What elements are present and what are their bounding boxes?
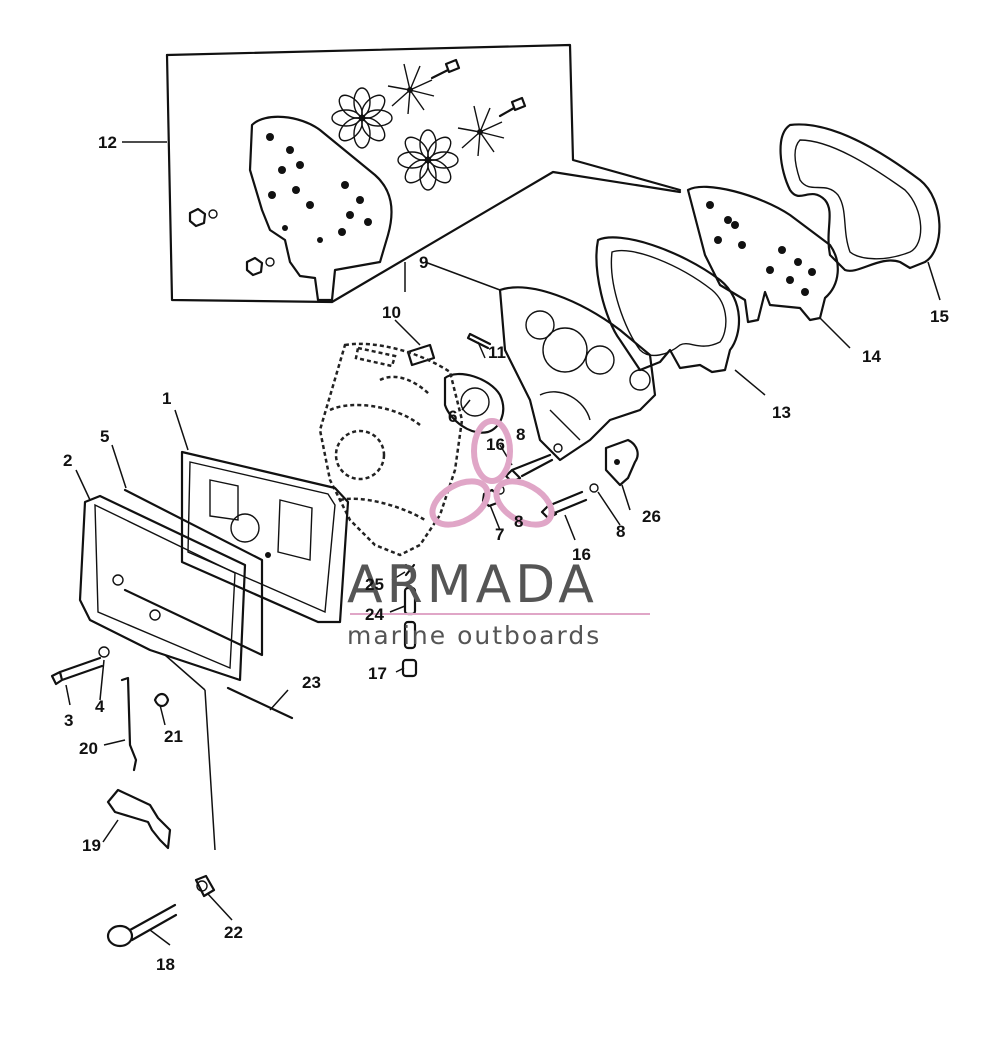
air-silencer-gasket-5 [123,488,271,657]
clip-21 [153,692,170,708]
callout-8-mid: 8 [514,512,523,531]
callout-20: 20 [79,739,98,758]
callout-22: 22 [224,923,243,942]
screw-10 [406,343,436,367]
screw-16-upper [504,453,554,484]
kit-reed-stops [387,63,505,157]
callout-1: 1 [162,389,171,408]
grommet-22 [194,874,216,898]
callout-8-top: 8 [516,425,525,444]
pin-25 [404,563,416,577]
crankcase-block-phantom [318,342,464,557]
reed-block-9 [498,286,657,462]
callout-5: 5 [100,427,109,446]
callout-16-lower: 16 [572,545,591,564]
kit-box-outline [165,43,682,304]
cap-17 [401,658,418,678]
callout-16-upper: 16 [486,435,505,454]
callout-12: 13 [772,403,791,422]
armada-logo-propeller [429,418,555,528]
callout-25: 25 [365,575,384,594]
kit-nuts [188,207,275,277]
callout-2: 2 [63,451,72,470]
callout-17: 17 [368,664,387,683]
bracket-26 [604,438,639,487]
kit-reed-petals [331,87,459,191]
kit-valve-plate [248,115,393,302]
callout-6: 6 [448,407,457,426]
dowel-24-lower [403,620,417,650]
callout-19: 19 [82,836,101,855]
air-silencer-base-1 [180,450,350,624]
armada-tagline-text: marine outboards [347,621,601,650]
callout-9: 9 [419,253,428,272]
callout-26: 26 [642,507,661,526]
callout-15: 15 [930,307,949,326]
rod-23 [226,686,294,720]
callout-23: 23 [302,673,321,692]
pin-left-10 [354,346,397,368]
air-silencer-cover-2 [78,494,247,682]
callout-18: 18 [156,955,175,974]
callout-7: 7 [495,525,504,544]
callout-10: 10 [382,303,401,322]
washer-4 [98,646,110,658]
callout-24: 24 [365,605,384,624]
gasket-12 [595,236,740,374]
choke-lever-19 [106,788,172,850]
callout-labels: 12 9 10 11 6 8 16 13 14 15 1 5 2 8 7 16 … [63,133,949,974]
gasket-6 [443,373,505,434]
callout-21: 21 [164,727,183,746]
valve-plate-13 [686,185,839,324]
callout-8-right: 8 [616,522,625,541]
armada-brand-text: ARMADA [347,555,598,615]
callout-4: 4 [95,697,105,716]
callout-11: 11 [488,343,506,362]
leader-lines [65,141,941,946]
callout-3: 3 [64,711,73,730]
choke-knob-18 [106,903,178,948]
callout-13: 14 [862,347,881,366]
gasket-15 [779,123,941,272]
kit-screws [430,58,527,118]
armada-watermark: ARMADA marine outboards [347,418,650,650]
link-rod-20 [120,676,138,772]
callout-14: 12 [98,133,117,152]
screw-3 [50,656,104,686]
